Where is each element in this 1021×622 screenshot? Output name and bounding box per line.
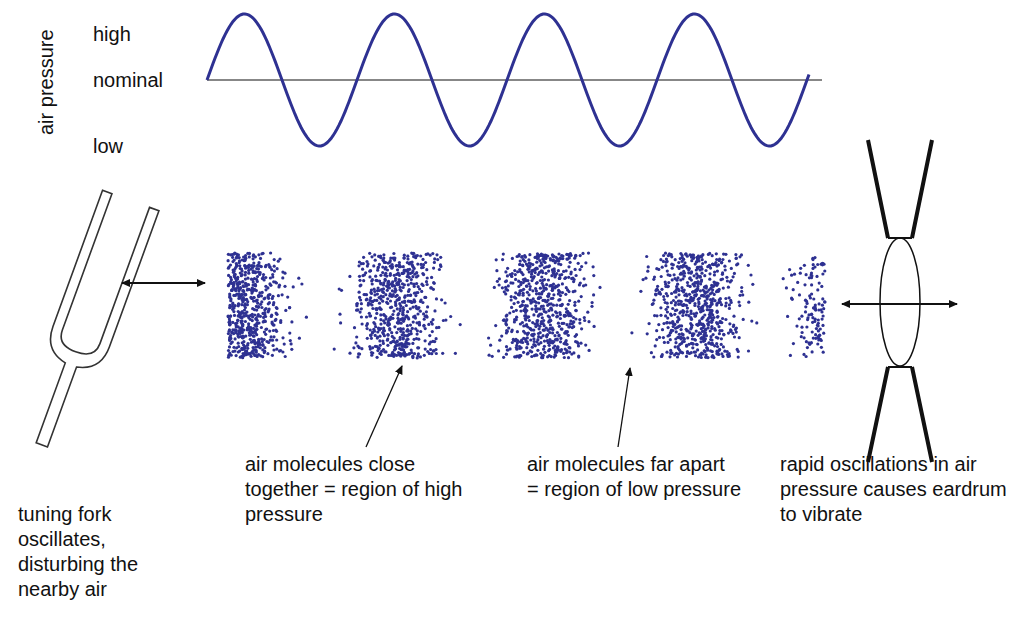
nominal-axis xyxy=(207,79,822,80)
annotation: tuning fork oscillates, disturbing the n… xyxy=(18,502,198,602)
leader-line xyxy=(366,366,402,447)
axis-tick-label: low xyxy=(93,134,193,159)
leader-line xyxy=(618,368,630,447)
axis-tick-label: high xyxy=(93,22,193,47)
tuning-fork xyxy=(14,190,159,455)
oscillation-arrow xyxy=(122,282,205,284)
axis-title: air pressure xyxy=(34,29,59,135)
air-molecules xyxy=(227,251,827,359)
eardrum xyxy=(868,140,932,462)
annotation: air molecules far apart = region of low … xyxy=(527,452,742,502)
vibration-arrow xyxy=(842,303,957,305)
annotation: rapid oscillations in air pressure cause… xyxy=(780,452,1018,527)
pressure-wave xyxy=(207,14,809,146)
annotation: air molecules close together = region of… xyxy=(245,452,485,527)
axis-tick-label: nominal xyxy=(93,68,193,93)
